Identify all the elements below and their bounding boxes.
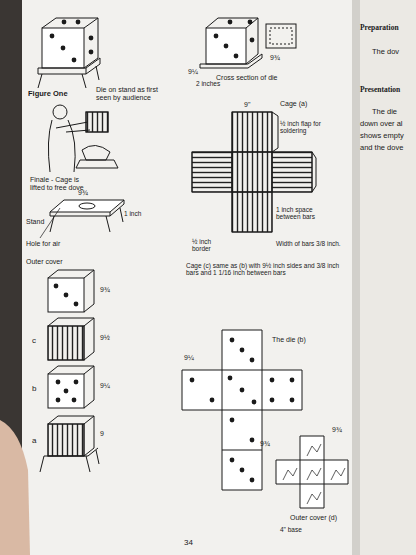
die-pip <box>214 34 219 39</box>
page-number: 34 <box>184 538 193 547</box>
die-pip <box>64 389 69 394</box>
die-pip <box>250 38 255 43</box>
figure-label: ½ inch flap for soldering <box>280 120 346 135</box>
die-pip <box>224 44 229 49</box>
figure-label: 9 <box>100 430 104 438</box>
die-pip <box>61 46 66 51</box>
figure-label: 9¾ <box>78 189 88 197</box>
figure-label: Cage (a) <box>280 100 307 108</box>
figure-label: 9" <box>244 101 250 109</box>
die-pip <box>250 438 255 443</box>
figure-label: Width of bars 3/8 inch. <box>276 240 346 247</box>
figure-label: Cage (c) same as (b) with 9½ inch sides … <box>186 262 346 277</box>
figure-label: 9¾ <box>100 286 110 294</box>
die-pip <box>74 302 79 307</box>
figure-label: 9¼ <box>188 68 198 76</box>
die-pip <box>248 20 253 25</box>
facing-page-text: The dov <box>372 48 399 57</box>
facing-page-text: The die <box>372 108 397 117</box>
figure-label: a <box>32 436 36 445</box>
figure-label: 1 inch <box>124 210 152 217</box>
figure-label: 9¾ <box>270 54 280 62</box>
die-pip <box>210 398 215 403</box>
die-pip <box>270 398 275 403</box>
die-pip <box>64 293 69 298</box>
figure-label: 9¾ <box>260 440 270 448</box>
die-pip <box>290 398 295 403</box>
facing-page-text: and the dove <box>360 144 403 153</box>
die-pip <box>72 58 77 63</box>
facing-page-text: shows empty <box>360 132 404 141</box>
figure-label: Outer cover (d) <box>290 514 337 522</box>
die-pip <box>290 378 295 383</box>
die-pip <box>190 378 195 383</box>
figure-label: 9¼ <box>100 382 110 390</box>
cover-sketch <box>283 468 297 480</box>
facing-page-text: down over al <box>360 120 403 129</box>
cover-sketch <box>307 468 321 480</box>
die-pip <box>89 36 94 41</box>
figure-label: Outer cover <box>26 258 63 266</box>
figure-label: Cross section of die <box>216 74 277 82</box>
die-pip <box>230 418 235 423</box>
figure-label: ½ inch border <box>192 238 230 253</box>
die-pip <box>228 376 233 381</box>
die-pip <box>230 338 235 343</box>
figure-label: 2 inches <box>196 80 220 87</box>
die-pip <box>240 388 245 393</box>
die-pip <box>89 50 94 55</box>
cover-sketch <box>307 444 321 456</box>
die-pip <box>270 378 275 383</box>
figure-label: 4" base <box>280 526 302 533</box>
facing-page-text: Preparation <box>360 24 399 33</box>
figure-label: 1 inch space between bars <box>276 206 332 221</box>
figure-label: Hole for air <box>26 240 66 248</box>
die-pip <box>56 398 61 403</box>
figure-label: Stand <box>26 218 44 226</box>
figure-label: b <box>32 384 36 393</box>
figure-label: Die on stand as first seen by audience <box>96 86 168 102</box>
die-pip <box>72 398 77 403</box>
die-pip <box>54 284 59 289</box>
die-pip <box>234 54 239 59</box>
die-pip <box>62 20 67 25</box>
figure-label: Figure One <box>28 90 68 99</box>
cover-sketch <box>307 492 321 504</box>
figure-label: 9¼ <box>184 354 194 362</box>
die-pip <box>250 358 255 363</box>
die-pip <box>74 380 79 385</box>
die-pip <box>56 380 61 385</box>
cover-sketch <box>331 468 345 480</box>
die-pip <box>228 20 233 25</box>
facing-page-text: Presentation <box>360 86 400 95</box>
die-pip <box>240 468 245 473</box>
die-pip <box>230 458 235 463</box>
die-pip <box>252 400 257 405</box>
die-pip <box>50 34 55 39</box>
die-pip <box>250 478 255 483</box>
die-pip <box>240 348 245 353</box>
figure-label: The die (b) <box>272 336 306 344</box>
die-pip <box>76 20 81 25</box>
figure-label: c <box>32 336 36 345</box>
figure-label: 9¾ <box>332 426 342 434</box>
figure-label: 9½ <box>100 334 110 342</box>
